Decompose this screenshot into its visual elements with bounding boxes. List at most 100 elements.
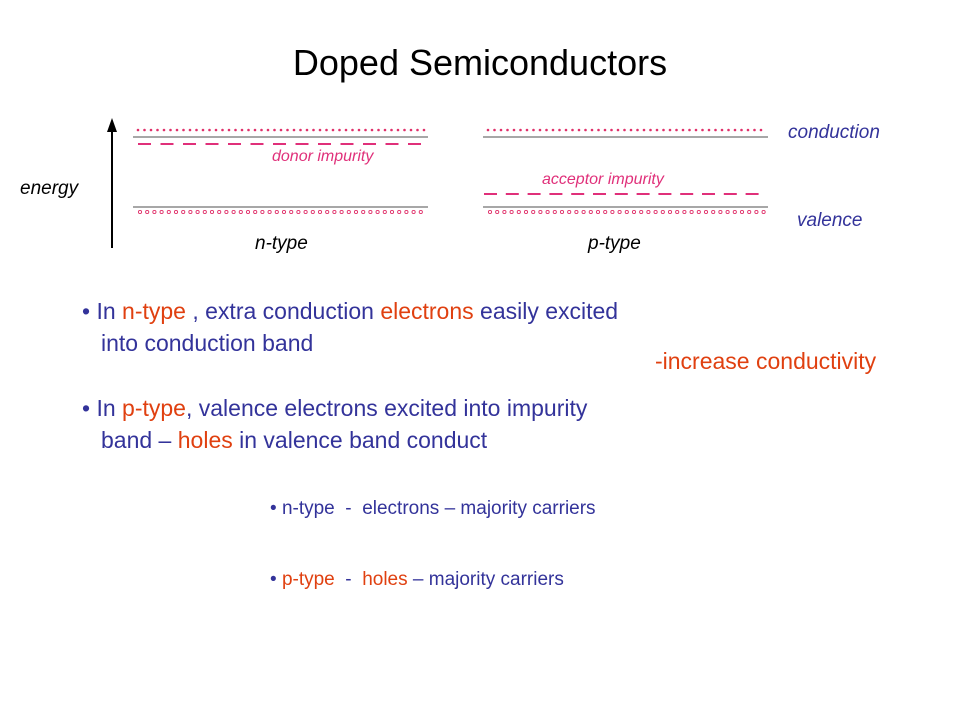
electron-dot	[499, 128, 503, 132]
valence-electron-dot	[538, 209, 543, 215]
electron-dot	[694, 128, 698, 132]
electron-dot	[390, 128, 393, 132]
valence-electron-dot	[181, 209, 186, 215]
electron-dot	[357, 128, 361, 132]
electron-dot	[668, 128, 672, 132]
bullet-p-type: • In p-type, valence electrons excited i…	[82, 392, 587, 424]
electron-dot	[162, 128, 166, 132]
electron-dot	[305, 128, 309, 132]
valence-electron-dot	[195, 209, 200, 215]
bullet-dot: •	[82, 395, 97, 421]
electron-dot	[603, 128, 607, 132]
electron-dot	[273, 128, 276, 132]
bullet-text: In	[96, 298, 123, 324]
valence-electron-dot	[253, 209, 258, 215]
highlight-electrons: electrons	[380, 298, 474, 324]
electron-dot	[370, 128, 374, 132]
electron-dot	[318, 128, 322, 132]
electron-dot	[707, 128, 711, 132]
valence-electron-dot	[559, 209, 565, 215]
electron-dot	[331, 128, 335, 132]
electron-dot	[351, 128, 354, 132]
bullet-text: easily excited	[473, 298, 619, 324]
electron-dot	[201, 128, 205, 132]
summary-rest: – majority carriers	[407, 569, 564, 590]
n-type-conduction-electrons	[136, 128, 426, 132]
electron-dot	[512, 128, 516, 132]
electron-dot	[208, 128, 211, 132]
energy-axis-arrowhead	[107, 118, 117, 132]
electron-dot	[195, 128, 198, 132]
electron-dot	[422, 128, 426, 132]
valence-electron-dot	[404, 209, 409, 215]
valence-electron-dot	[487, 209, 493, 215]
valence-electron-dot	[411, 209, 416, 215]
electron-dot	[532, 128, 535, 132]
summary-rest: – majority carriers	[439, 498, 596, 519]
electron-dot	[409, 128, 413, 132]
bullet-text: band –	[101, 427, 178, 453]
n-type-label: n-type	[255, 233, 308, 254]
valence-electron-dot	[224, 209, 229, 215]
valence-electron-dot	[418, 209, 423, 215]
electron-dot	[403, 128, 406, 132]
electron-dot	[325, 128, 328, 132]
electron-dot	[221, 128, 224, 132]
electron-dot	[169, 128, 172, 132]
valence-electron-dot	[296, 209, 301, 215]
electron-dot	[266, 128, 270, 132]
valence-electron-dot	[667, 209, 673, 215]
valence-electron-dot	[159, 209, 164, 215]
valence-electron-dot	[145, 209, 150, 215]
bullet-text: In	[96, 395, 123, 421]
valence-electron-dot	[325, 209, 330, 215]
valence-electron-dot	[516, 209, 521, 215]
electron-dot	[551, 128, 555, 132]
electron-dot	[623, 128, 626, 132]
valence-electron-dot	[361, 209, 366, 215]
highlight-holes: holes	[177, 427, 233, 453]
bullet-text: , valence electrons excited into impurit…	[185, 395, 588, 421]
valence-electron-dot	[639, 209, 644, 215]
p-type-valence-electrons	[487, 209, 766, 215]
acceptor-impurity-label: acceptor impurity	[542, 171, 664, 188]
electron-dot	[597, 128, 600, 132]
valence-electron-dot	[289, 209, 294, 215]
electron-dot	[759, 128, 763, 132]
summary-p-type: • p-type - holes – majority carriers	[270, 569, 564, 591]
electron-dot	[720, 128, 724, 132]
electron-dot	[571, 128, 574, 132]
valence-electron-dot	[202, 209, 207, 215]
valence-electron-dot	[653, 209, 658, 215]
electron-dot	[564, 128, 568, 132]
electron-dot	[636, 128, 639, 132]
electron-dot	[629, 128, 633, 132]
electron-dot	[383, 128, 387, 132]
energy-label: energy	[20, 178, 79, 199]
electron-dot	[338, 128, 341, 132]
electron-dot	[136, 128, 140, 132]
valence-electron-dot	[552, 209, 557, 215]
electron-dot	[292, 128, 296, 132]
valence-electron-dot	[624, 209, 629, 215]
bullet-text: in valence band conduct	[232, 427, 488, 453]
valence-label: valence	[797, 210, 863, 231]
valence-electron-dot	[545, 209, 550, 215]
valence-electron-dot	[718, 209, 723, 215]
valence-electron-dot	[353, 209, 359, 215]
valence-electron-dot	[761, 209, 766, 215]
highlight-n-type: n-type	[122, 298, 186, 324]
electron-dot	[675, 128, 678, 132]
valence-electron-dot	[646, 209, 651, 215]
electron-dot	[279, 128, 283, 132]
electron-dot	[234, 128, 237, 132]
band-diagram	[107, 118, 768, 248]
bullet-dot: •	[270, 498, 282, 519]
electron-dot	[545, 128, 548, 132]
electron-dot	[188, 128, 192, 132]
electron-dot	[714, 128, 717, 132]
summary-sep: -	[334, 569, 363, 590]
bullet-dot: •	[270, 569, 282, 590]
page-title: Doped Semiconductors	[292, 42, 668, 83]
electron-dot	[558, 128, 561, 132]
